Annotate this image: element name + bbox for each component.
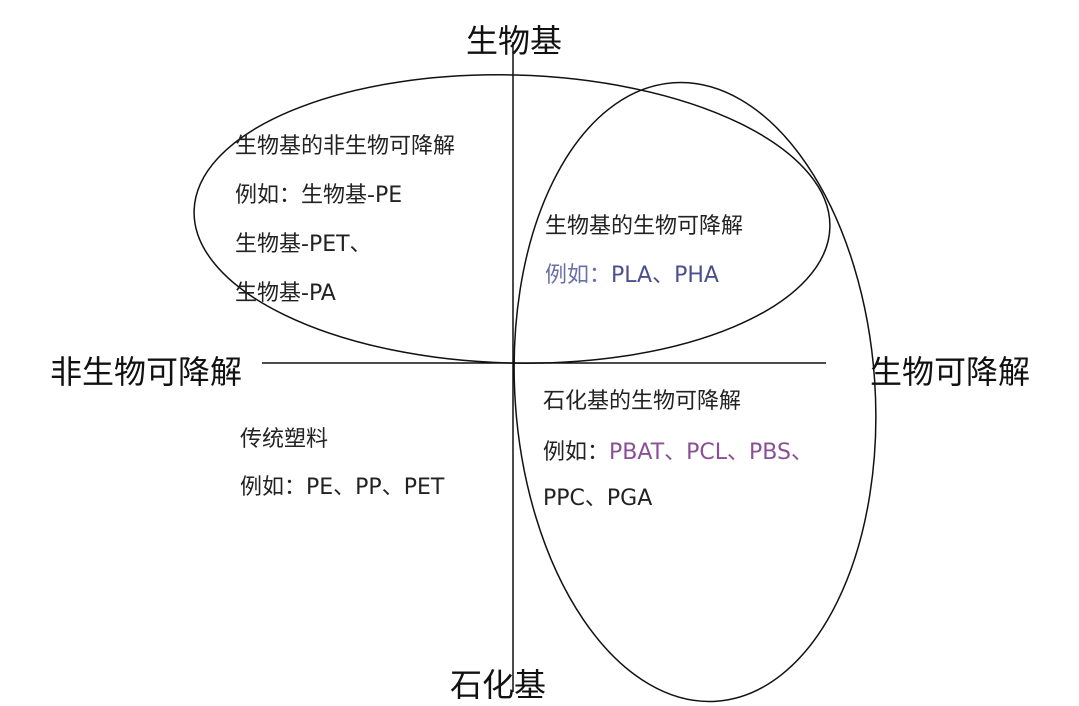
bio-based-ellipse xyxy=(193,74,831,364)
region-line: 例如：生物基-PE xyxy=(235,183,402,208)
examples-list: PLA、PHA xyxy=(611,263,719,288)
examples-prefix: 例如： xyxy=(543,440,609,465)
region-title: 生物基的非生物可降解 xyxy=(235,134,455,159)
examples-prefix: 例如： xyxy=(545,263,611,288)
axis-label-right: 生物可降解 xyxy=(870,353,1030,391)
region-line: 例如：PE、PP、PET xyxy=(240,475,445,500)
region-title: 石化基的生物可降解 xyxy=(543,389,741,414)
region-petro-degradable: 石化基的生物可降解 例如：PBAT、PCL、PBS、 PPC、PGA xyxy=(543,389,813,511)
region-bio-nondegradable: 生物基的非生物可降解 例如：生物基-PE 生物基-PET、 生物基-PA xyxy=(235,134,455,306)
region-title: 生物基的生物可降解 xyxy=(545,214,743,239)
region-examples-continued: PPC、PGA xyxy=(543,486,652,511)
region-line: 生物基-PA xyxy=(235,281,336,306)
region-examples: 例如：PLA、PHA xyxy=(545,263,719,288)
examples-list: PBAT、PCL、PBS、 xyxy=(609,440,813,465)
biodegradable-ellipse xyxy=(513,81,877,703)
region-traditional: 传统塑料 例如：PE、PP、PET xyxy=(240,427,445,500)
region-examples: 例如：PBAT、PCL、PBS、 xyxy=(543,440,813,465)
region-bio-degradable: 生物基的生物可降解 例如：PLA、PHA xyxy=(545,214,743,288)
region-title: 传统塑料 xyxy=(240,427,328,452)
axis-label-bottom: 石化基 xyxy=(450,666,546,704)
axis-label-left: 非生物可降解 xyxy=(50,353,242,391)
region-line: 生物基-PET、 xyxy=(235,232,372,257)
axis-label-top: 生物基 xyxy=(466,22,562,60)
